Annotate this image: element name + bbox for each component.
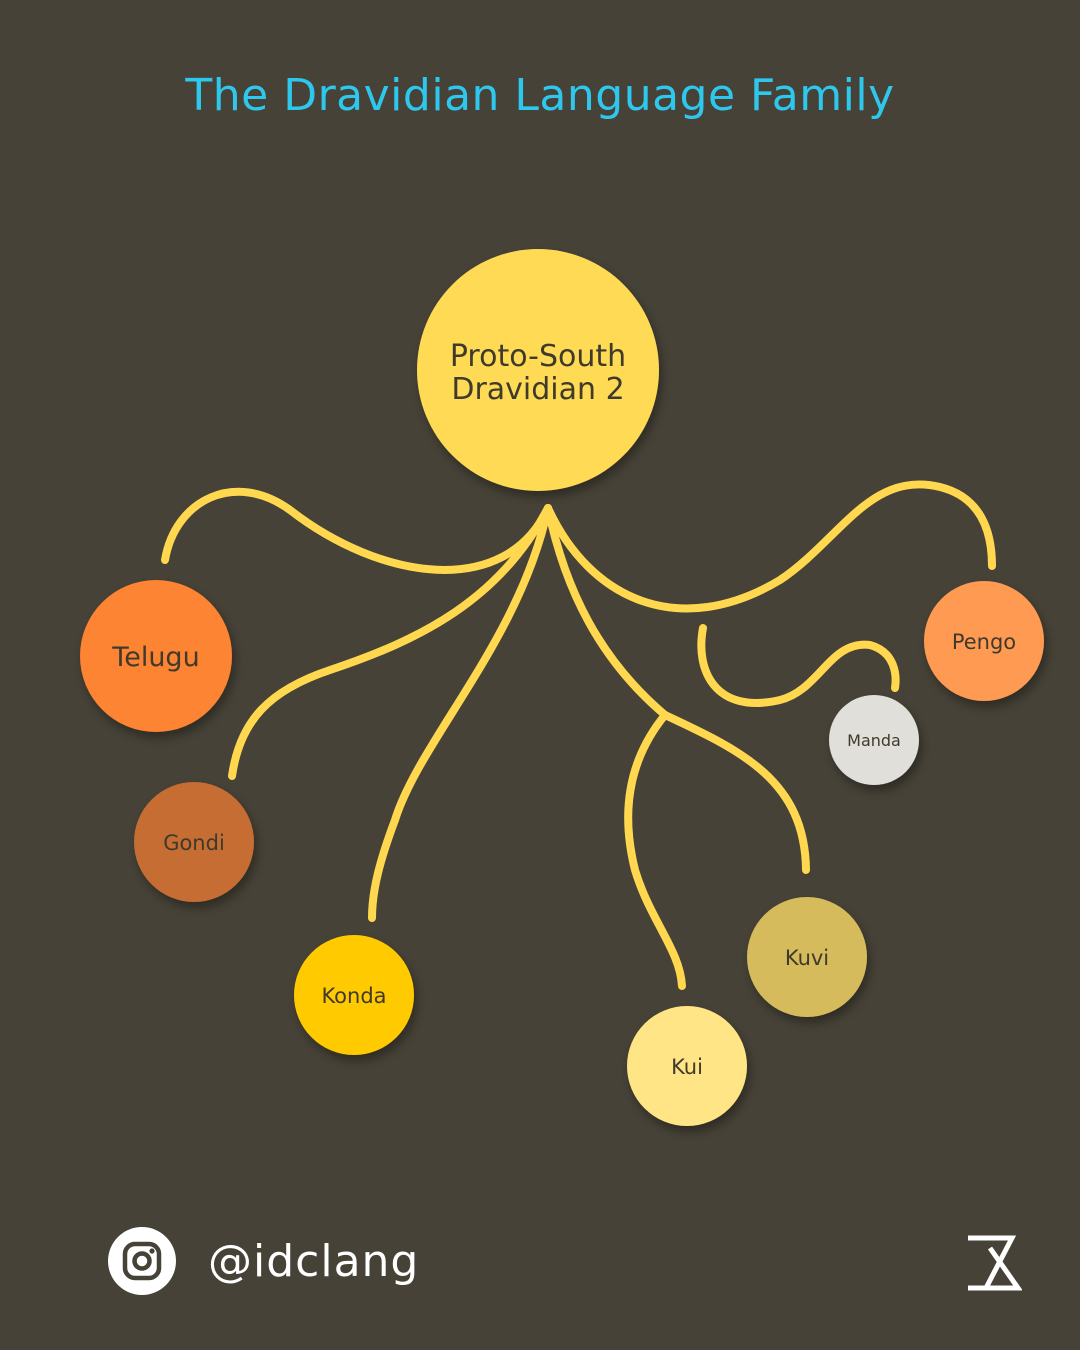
kui-circle [627,1006,747,1126]
root-node: Proto-South Dravidian 2 [417,249,659,491]
branch-kuvi [661,711,810,874]
instagram-glyph [122,1241,162,1281]
branch-telugu [161,487,552,574]
kuvi-circle [747,897,867,1017]
language-node-kuvi: Kuvi [747,897,867,1017]
language-node-telugu: Telugu [80,580,232,732]
branch-kui-kuvi [544,504,669,719]
telugu-circle [80,580,232,732]
language-node-pengo: Pengo [924,581,1044,701]
footer-handle: @idclang [108,1227,419,1295]
language-label: Manda [847,731,901,750]
branch-kui [624,711,686,990]
language-label: Telugu [111,642,199,673]
language-node-konda: Konda [294,935,414,1055]
delta-logo [968,1235,1022,1291]
root-circle [417,249,659,491]
language-node-manda: Manda [829,695,919,785]
branch-konda [368,504,552,922]
diagram-title: The Dravidian Language Family [185,70,895,121]
root-label-line1: Proto-South [450,339,626,374]
pengo-circle [924,581,1044,701]
language-label: Gondi [163,831,225,855]
social-handle[interactable]: @idclang [208,1235,420,1287]
language-label: Kui [671,1055,703,1079]
instagram-icon[interactable] [108,1227,176,1295]
language-label: Konda [321,984,386,1008]
gondi-circle [134,782,254,902]
branch-manda [697,624,900,707]
language-label: Kuvi [785,946,829,970]
branch-gondi [228,504,552,780]
konda-circle [294,935,414,1055]
language-node-gondi: Gondi [134,782,254,902]
manda-circle [829,695,919,785]
language-node-kui: Kui [627,1006,747,1126]
root-label-line2: Dravidian 2 [451,372,624,407]
language-label: Pengo [952,630,1016,654]
branch-lines [161,480,996,990]
branch-manda-pengo [544,480,996,613]
